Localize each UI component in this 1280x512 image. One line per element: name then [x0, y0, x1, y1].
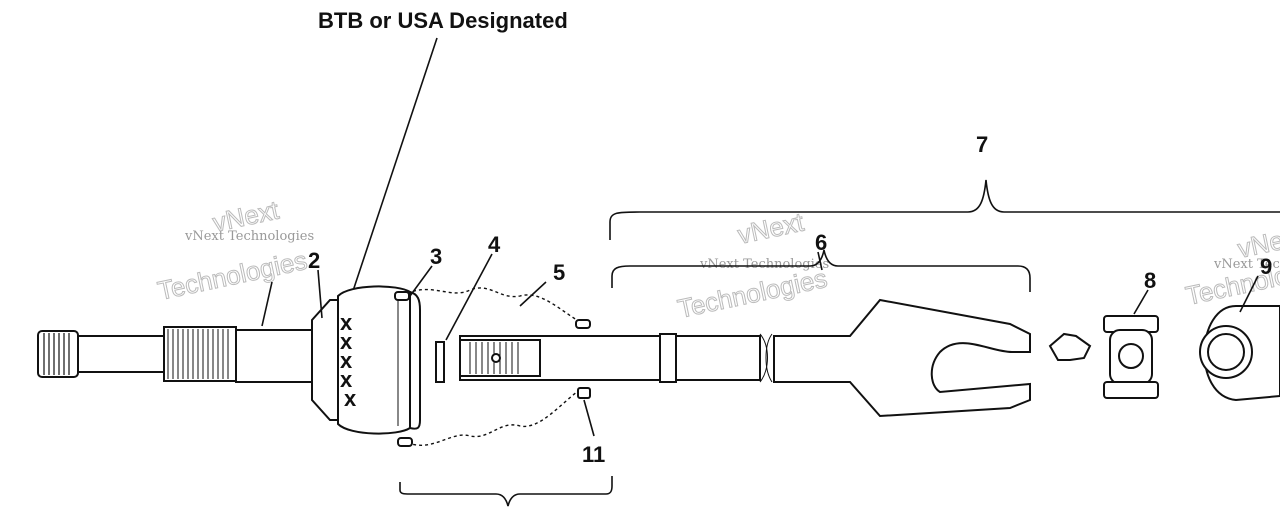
- callout-9: 9: [1260, 254, 1272, 279]
- callout-7: 7: [976, 132, 988, 157]
- svg-text:vNext Technologies: vNext Technologies: [184, 229, 314, 244]
- leader-4: [445, 253, 493, 341]
- svg-text:x: x: [340, 310, 353, 335]
- leader-11: [583, 399, 595, 437]
- svg-text:vNext: vNext: [735, 207, 807, 250]
- designation-label: BTB or USA Designated: [318, 8, 568, 33]
- watermark-1: vNext vNext Technologies Technologies: [155, 194, 315, 306]
- svg-text:vNext Technologies: vNext Technologies: [699, 257, 829, 272]
- callout-3: 3: [430, 244, 442, 269]
- slip-shaft: [459, 333, 768, 383]
- svg-text:x: x: [340, 329, 353, 354]
- leader-8: [1133, 289, 1149, 315]
- boot-clamp-bottom: [397, 437, 413, 447]
- svg-text:x: x: [340, 348, 353, 373]
- snap-ring: [435, 253, 493, 383]
- universal-joint-cross: [1048, 289, 1159, 399]
- boot-assembly: [394, 265, 591, 447]
- svg-text:vNext Technologies: vNext Technologies: [1213, 257, 1280, 272]
- callout-6: 6: [815, 230, 827, 255]
- bracket-6: [611, 249, 1031, 292]
- callout-4: 4: [488, 232, 501, 257]
- boot-clamp-small-top: [575, 319, 591, 329]
- leader-5: [519, 281, 547, 307]
- bracket-boot-kit: [399, 476, 613, 507]
- stub-shaft: [37, 281, 313, 383]
- joint-marks: x x x x x: [340, 310, 357, 411]
- boot-clamp-small-bottom: [577, 387, 591, 399]
- leader-9: [1239, 275, 1259, 313]
- cv-joint-housing: x x x x x: [311, 269, 421, 435]
- companion-yoke: [1199, 275, 1280, 402]
- designation-leader-line: [345, 37, 438, 313]
- callout-2: 2: [308, 248, 320, 273]
- boot-clamp-top: [394, 291, 410, 301]
- leader-3: [409, 265, 433, 297]
- svg-text:x: x: [340, 367, 353, 392]
- bracket-7: [609, 179, 1280, 240]
- svg-text:Technologies: Technologies: [675, 263, 830, 324]
- svg-text:Technologies: Technologies: [155, 245, 310, 306]
- callout-8: 8: [1144, 268, 1156, 293]
- callout-11: 11: [582, 442, 605, 467]
- callout-5: 5: [553, 260, 565, 285]
- leader-1: [261, 281, 273, 327]
- leader-2: [317, 269, 323, 319]
- svg-text:x: x: [344, 386, 357, 411]
